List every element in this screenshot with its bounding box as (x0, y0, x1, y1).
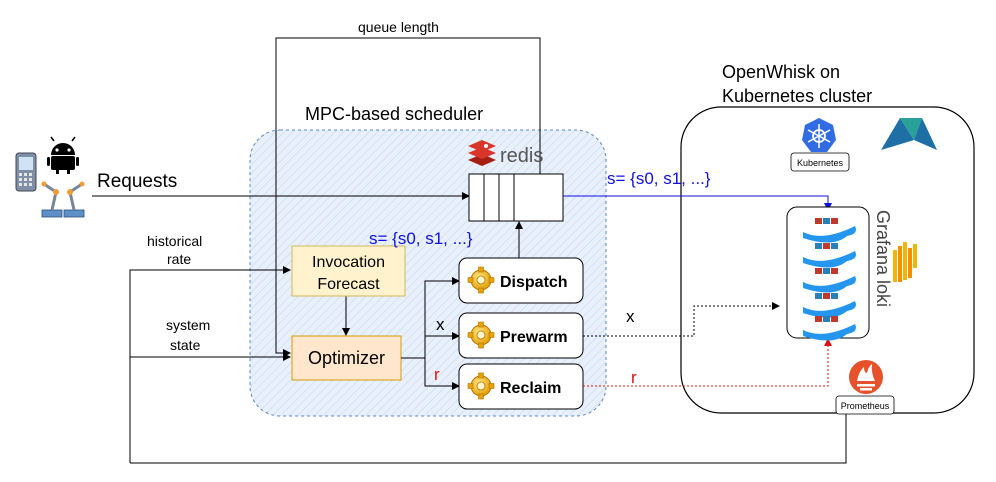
mobile-phone-icon (15, 152, 37, 192)
invocation-forecast-node (291, 245, 406, 297)
system-state-line2: state (170, 337, 201, 353)
prometheus-badge (835, 395, 895, 415)
queue-length-label: queue length (358, 19, 439, 35)
prometheus-icon (849, 360, 883, 394)
edge-r-outer-label: r (631, 368, 637, 387)
docker-icon (803, 218, 856, 341)
gear-icon (467, 266, 495, 294)
request-queue (468, 173, 564, 222)
edge-x-inner-label: x (436, 315, 445, 334)
openwhisk-icon (881, 118, 937, 150)
cluster-title-line1: OpenWhisk on (722, 62, 840, 82)
grafana-loki-label: Grafana loki (873, 210, 893, 307)
prometheus-label: Prometheus (841, 401, 890, 411)
invocation-forecast-line2: Forecast (317, 276, 380, 293)
queue-length-edge (275, 37, 541, 357)
optimizer-to-dispatch-edge (424, 277, 460, 358)
gear-icon (467, 372, 495, 400)
invocation-forecast-line1: Invocation (312, 254, 385, 271)
edge-r-inner-label: r (434, 365, 440, 384)
reclaim-to-cluster-edge (583, 338, 832, 387)
reclaim-label: Reclaim (500, 380, 561, 397)
gear-icon (467, 321, 495, 349)
kubernetes-icon (802, 118, 836, 152)
state-set-outer-label: s= {s0, s1, ...} (607, 169, 711, 188)
dispatch-label: Dispatch (500, 274, 568, 291)
requests-label: Requests (97, 171, 177, 192)
historical-rate-edge (129, 266, 291, 463)
edge-x-outer-label: x (626, 307, 635, 326)
system-state-line1: system (166, 317, 210, 333)
kubernetes-badge (790, 152, 850, 172)
dispatch-node (458, 257, 584, 304)
android-icon (47, 136, 79, 174)
optimizer-label: Optimizer (308, 348, 385, 368)
historical-rate-line1: historical (147, 233, 202, 249)
cluster-title-line2: Kubernetes cluster (722, 86, 872, 106)
state-set-inner-label: s= {s0, s1, ...} (369, 229, 473, 248)
queue-to-cluster-edge (563, 195, 832, 211)
grafana-loki-icon (893, 242, 917, 282)
optimizer-to-reclaim-edge (424, 358, 460, 390)
monitoring-feedback-edge (130, 414, 847, 464)
prewarm-to-cluster-edge (583, 302, 780, 337)
optimizer-to-prewarm-edge (424, 332, 460, 358)
robot-arm-icon (41, 181, 85, 218)
scheduler-title: MPC-based scheduler (305, 104, 483, 124)
historical-rate-line2: rate (167, 251, 191, 267)
kubernetes-label: Kubernetes (797, 158, 844, 168)
redis-icon (468, 140, 496, 166)
redis-label: redis (500, 145, 543, 167)
prewarm-label: Prewarm (500, 329, 568, 346)
